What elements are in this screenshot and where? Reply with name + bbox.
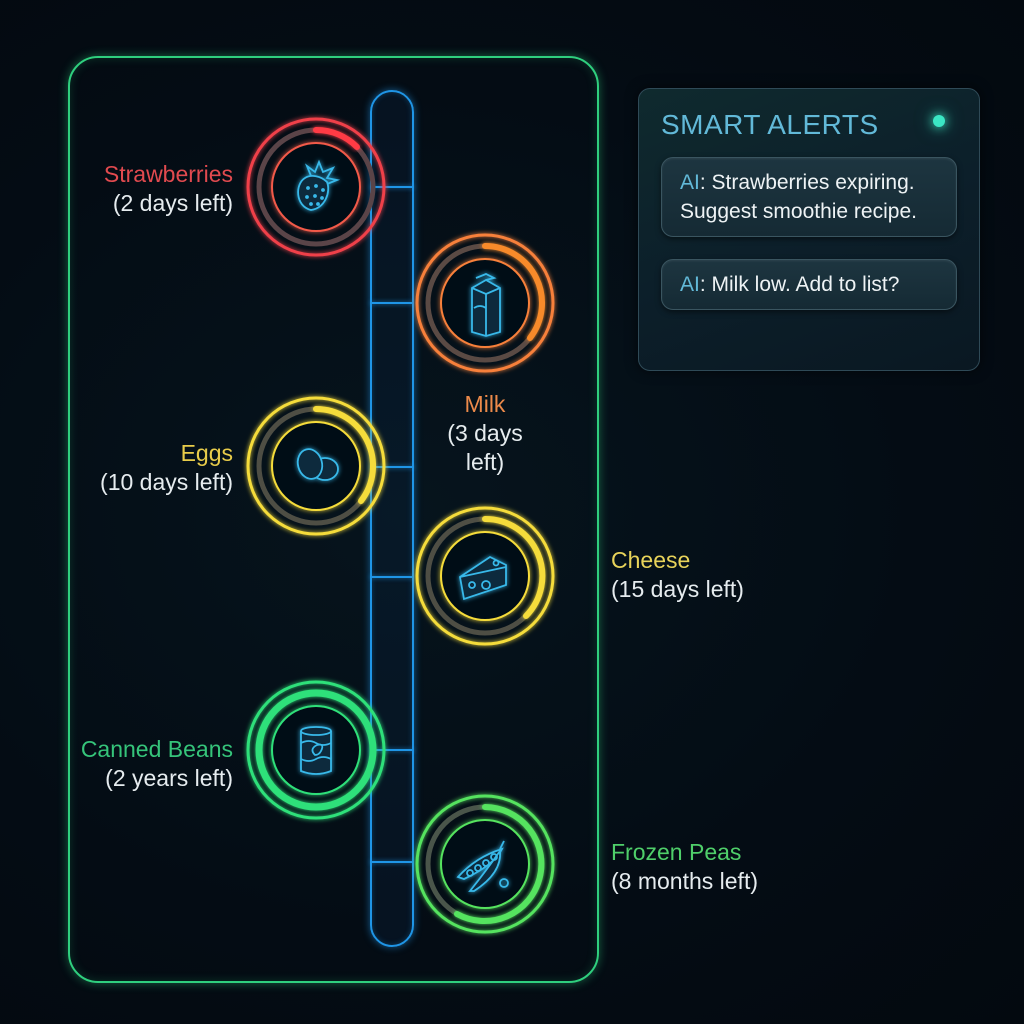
- smart-alerts-panel: SMART ALERTS AI: Strawberries expiring. …: [638, 88, 980, 371]
- alert-card-strawberries[interactable]: AI: Strawberries expiring. Suggest smoot…: [661, 157, 957, 237]
- item-label-eggs: Eggs (10 days left): [100, 439, 233, 497]
- item-time-left: (3 days: [447, 420, 523, 446]
- item-ring-eggs[interactable]: [245, 395, 387, 537]
- timeline-rung: [370, 466, 414, 468]
- ai-prefix: AI: [680, 273, 700, 296]
- ai-prefix: AI: [680, 171, 700, 194]
- item-name: Strawberries: [103, 161, 233, 187]
- item-ring-strawberries[interactable]: [245, 116, 387, 258]
- alert-card-milk[interactable]: AI: Milk low. Add to list?: [661, 259, 957, 310]
- item-name: Cheese: [611, 547, 691, 573]
- timeline-rung: [370, 302, 414, 304]
- timeline-rung: [370, 186, 414, 188]
- timeline-rung: [370, 576, 414, 578]
- pea-pod-icon: [456, 840, 509, 892]
- fridge-frame: [68, 56, 599, 983]
- alert-text: : Milk low. Add to list?: [699, 273, 900, 296]
- item-ring-cheese[interactable]: [414, 505, 556, 647]
- item-label-frozen-peas: Frozen Peas (8 months left): [611, 838, 758, 896]
- item-name: Milk: [464, 391, 506, 417]
- item-time-left-cont: left): [465, 449, 505, 475]
- cheese-icon: [459, 555, 507, 601]
- item-name: Canned Beans: [80, 736, 233, 762]
- status-dot-icon: [933, 115, 945, 127]
- item-label-milk: Milk (3 days left): [445, 390, 525, 477]
- item-name: Eggs: [180, 440, 233, 466]
- eggs-icon: [296, 448, 339, 481]
- item-time-left: (15 days left): [611, 576, 744, 602]
- canned-beans-icon: [300, 726, 332, 775]
- item-label-cheese: Cheese (15 days left): [611, 546, 744, 604]
- item-ring-frozen-peas[interactable]: [414, 793, 556, 935]
- timeline-rung: [370, 749, 414, 751]
- item-ring-milk[interactable]: [414, 232, 556, 374]
- item-time-left: (10 days left): [100, 469, 233, 495]
- item-label-strawberries: Strawberries (2 days left): [104, 160, 233, 218]
- timeline-rung: [370, 861, 414, 863]
- alerts-title: SMART ALERTS: [661, 109, 879, 140]
- alert-text-cont: Suggest smoothie recipe.: [680, 200, 917, 223]
- item-time-left: (2 years left): [105, 765, 233, 791]
- expiry-timeline-bar: [370, 90, 414, 947]
- milk-carton-icon: [471, 273, 501, 337]
- strawberry-icon: [297, 159, 341, 211]
- alert-text: : Strawberries expiring.: [699, 171, 915, 194]
- item-time-left: (8 months left): [611, 868, 758, 894]
- item-name: Frozen Peas: [611, 839, 742, 865]
- item-time-left: (2 days left): [112, 190, 233, 216]
- item-label-canned-beans: Canned Beans (2 years left): [81, 735, 233, 793]
- item-ring-canned-beans[interactable]: [245, 679, 387, 821]
